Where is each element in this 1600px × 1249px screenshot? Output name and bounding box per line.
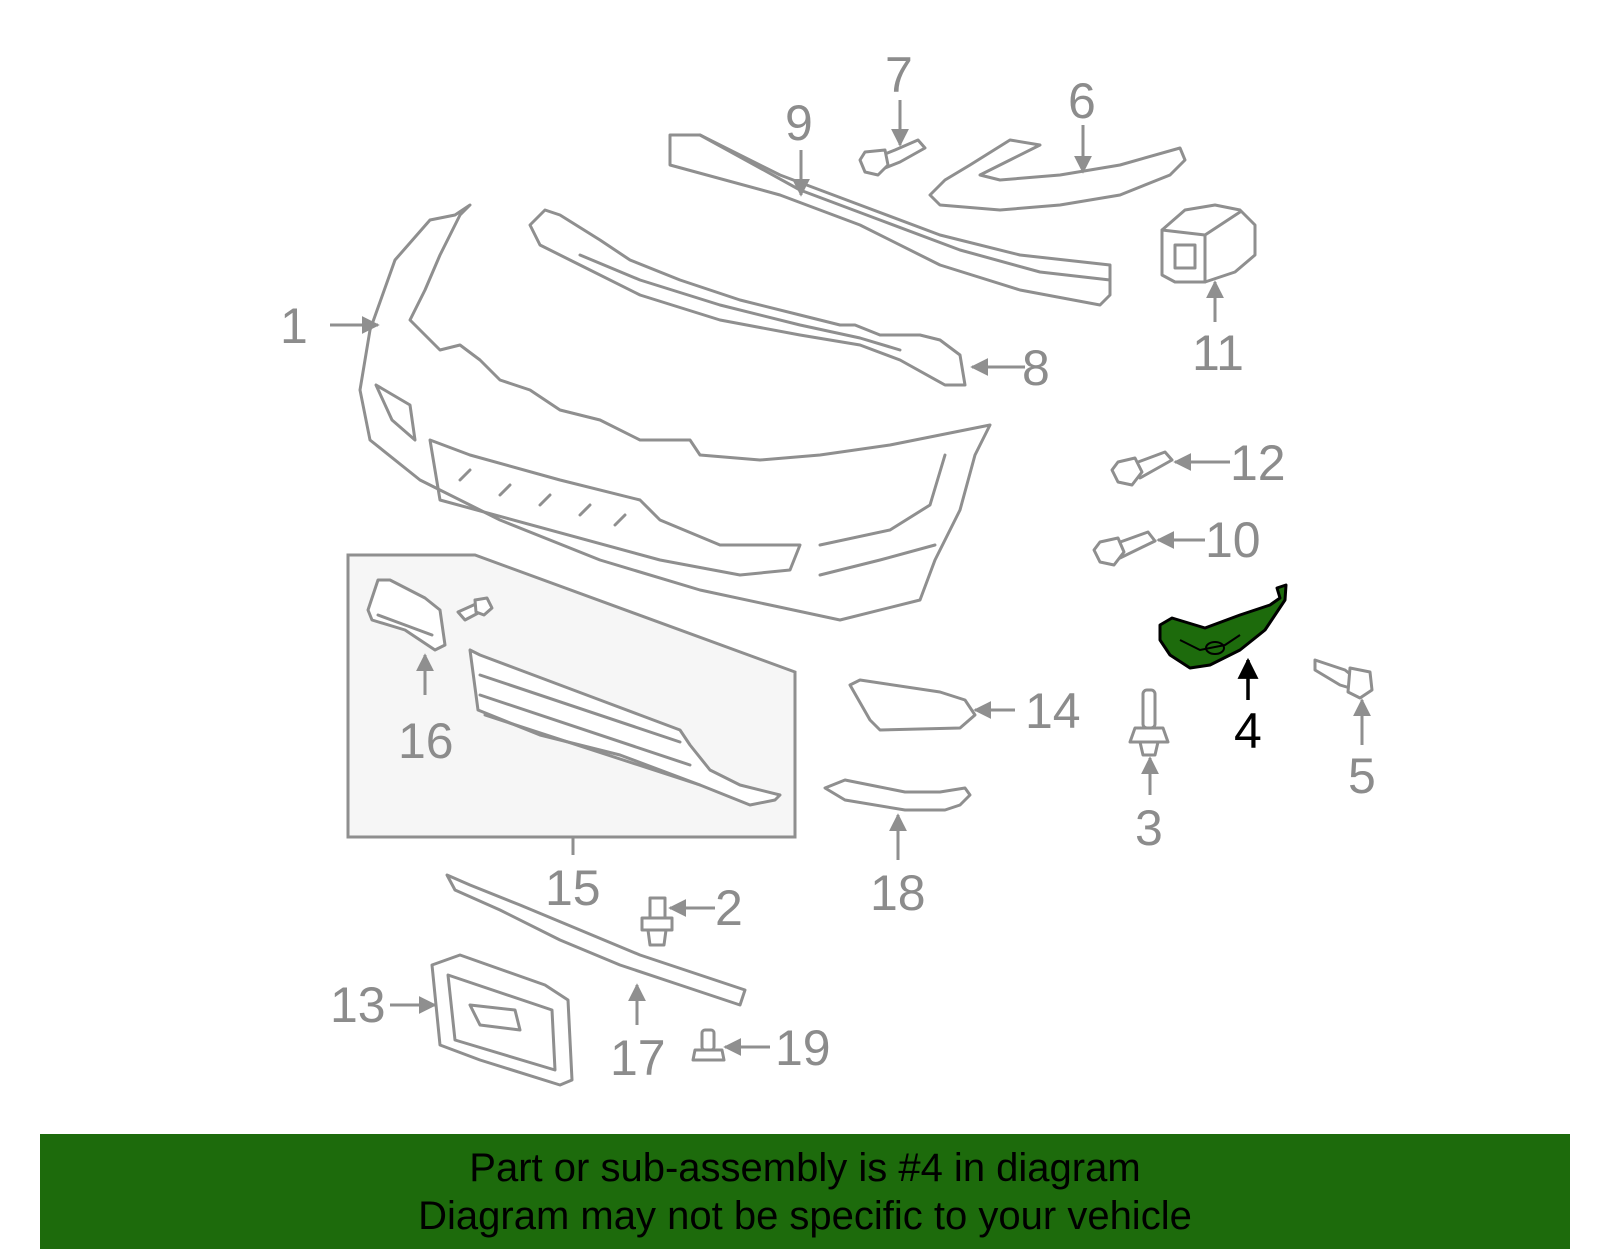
part-16-bracket[interactable] [366, 578, 494, 652]
callout-7: 7 [885, 47, 913, 103]
part-18-strip[interactable] [823, 778, 972, 812]
part-5-pin[interactable] [1313, 658, 1374, 700]
callout-18: 18 [870, 865, 926, 921]
callout-19: 19 [775, 1020, 831, 1076]
part-12-bolt[interactable] [1110, 450, 1174, 487]
callout-13: 13 [330, 977, 386, 1033]
part-19-bolt[interactable] [691, 1028, 726, 1062]
callout-2: 2 [715, 880, 743, 936]
part-8-absorber[interactable] [528, 208, 967, 387]
part-1-bumper-cover[interactable] [358, 203, 992, 622]
callout-10: 10 [1205, 512, 1261, 568]
part-14-cover[interactable] [848, 678, 977, 732]
callout-12: 12 [1230, 435, 1286, 491]
callout-16: 16 [398, 713, 454, 769]
callout-11: 11 [1192, 325, 1244, 381]
callout-9: 9 [785, 95, 813, 151]
part-2-clip[interactable] [640, 896, 674, 947]
part-6-bracket[interactable] [928, 138, 1187, 212]
callout-15: 15 [545, 860, 601, 916]
callout-labels: 1 2 3 4 5 6 7 8 9 10 11 12 13 14 15 16 1… [280, 47, 1376, 1086]
leader-arrows [330, 100, 1371, 1056]
banner-line-1: Part or sub-assembly is #4 in diagram [469, 1146, 1141, 1190]
callout-1: 1 [280, 298, 308, 354]
part-17-strip[interactable] [445, 873, 747, 1007]
part-15-grille-assembly[interactable] [346, 553, 797, 839]
part-4-highlighted-bracket[interactable] [1158, 583, 1288, 670]
callout-14: 14 [1025, 683, 1081, 739]
part-3-clip[interactable] [1128, 688, 1170, 757]
part-10-bolt[interactable] [1092, 530, 1157, 567]
part-11-clip-housing[interactable] [1160, 203, 1257, 284]
callout-6: 6 [1068, 73, 1096, 129]
callout-4: 4 [1234, 703, 1262, 759]
callout-3: 3 [1135, 800, 1163, 856]
part-7-bolt[interactable] [858, 138, 927, 177]
callout-5: 5 [1348, 748, 1376, 804]
part-13-license-bracket[interactable] [430, 953, 574, 1087]
info-banner: Part or sub-assembly is #4 in diagram Di… [40, 1134, 1570, 1249]
banner-line-2: Diagram may not be specific to your vehi… [418, 1194, 1192, 1238]
callout-17: 17 [610, 1030, 666, 1086]
callout-8: 8 [1022, 340, 1050, 396]
